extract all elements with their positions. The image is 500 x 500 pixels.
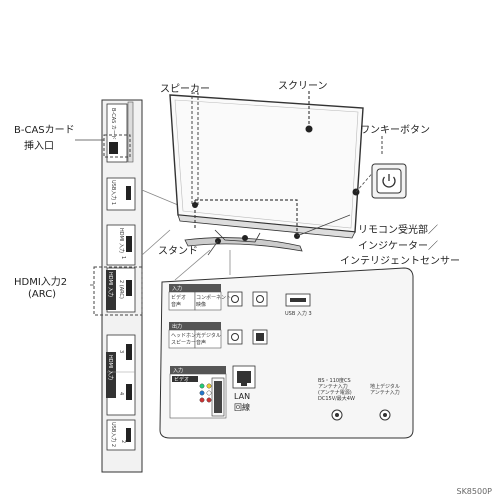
label-remote-line2: インジケーター／ [358,241,438,252]
label-stand: スタンド [158,246,198,257]
bcas-highlight [103,134,131,158]
tv-body [169,94,364,252]
side-usb1-label: USB入力 1 [110,180,117,205]
rear-bs-line3: (アンテナ電源) [318,389,352,396]
rear-output-audio: 音声 [196,339,206,346]
rear-input-component: コンポーネント [196,294,231,301]
rear-bs-line2: アンテナ入力 [318,383,348,390]
rear-input2-video: ビデオ [174,376,189,383]
model-number: SK8500P [456,487,492,496]
rear-output-headphone: ヘッドホン [171,333,196,339]
label-screen: スクリーン [278,81,328,92]
side-port1: 1 [120,256,126,259]
label-bcas-line2: 挿入口 [24,141,54,152]
rear-terr-line1: 地上デジタル [370,383,400,390]
label-lan: LAN [234,392,251,401]
rear-output-digital: 光デジタル [196,332,221,339]
rear-bs-line4: DC15V/最大4W [318,395,355,402]
side-panel [101,99,143,473]
rear-input-component2: 映像 [196,301,206,308]
remote-sensor-marker [242,235,248,241]
label-bcas-line1: B-CASカード [14,125,75,136]
label-one-key-button: ワンキーボタン [360,125,430,136]
rear-input-audio: 音声 [171,301,181,308]
side-port3: 3 [118,350,124,353]
rear-usb3-label: USB 入力 3 [285,310,312,317]
label-speaker: スピーカー [160,84,210,95]
rear-input2-header: 入力 [173,367,183,374]
rear-terr-line2: アンテナ入力 [370,389,400,396]
hdmi2-highlight [93,266,143,316]
side-usb2-label: USB入力 2 [110,422,117,447]
side-port2-arc: 2 (ARC) [118,280,124,299]
label-hdmi2-line1: HDMI入力2 [14,277,68,288]
rear-input-video: ビデオ [171,294,186,301]
label-remote-line1: リモコン受光部／ [358,225,438,236]
rear-output-header: 出力 [172,323,182,330]
power-icon [382,174,396,188]
side-hdmi34-label: HDMI 入力 [107,355,114,380]
rear-bs-line1: BS・110度CS [318,377,351,384]
label-hdmi2-line2: (ARC) [28,289,57,300]
side-hdmi1-label: HDMI 入力 [118,228,125,253]
side-bcas-label: B-CAS カード [110,108,116,140]
rear-output-speaker: スピーカー [171,340,196,346]
side-hdmi-arc-label: HDMI 入力 [107,272,114,297]
rear-panel [159,267,414,439]
label-remote-line3: インテリジェントセンサー [340,256,460,267]
label-lan2: 回線 [234,403,250,412]
side-port4: 4 [118,392,124,395]
rear-input-header: 入力 [172,285,182,292]
side-usb2-num: 2 [120,440,126,443]
speaker-marker [192,202,198,208]
screen-marker [305,125,313,133]
